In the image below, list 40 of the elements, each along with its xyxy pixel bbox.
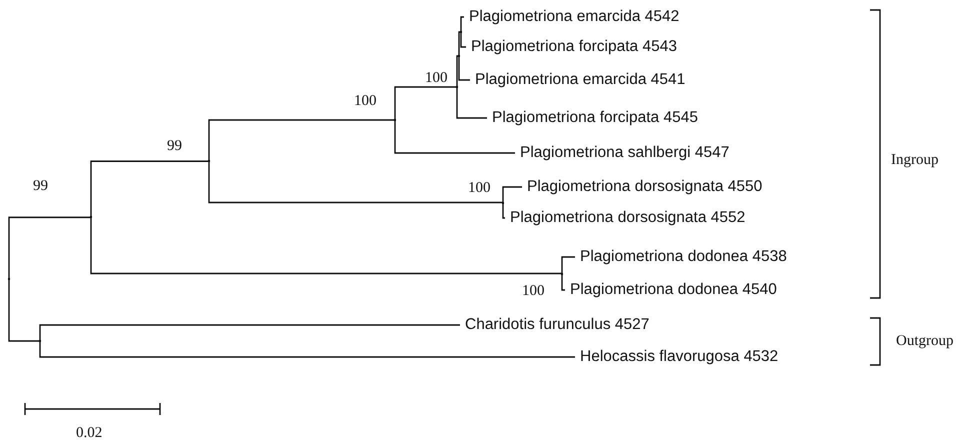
tree-branch <box>561 256 575 274</box>
tree-branch <box>8 216 91 280</box>
tree-branch <box>458 31 461 56</box>
bootstrap-value: 100 <box>425 69 448 87</box>
tree-branch <box>39 341 575 358</box>
tree-branch <box>502 186 522 202</box>
taxon-label: Plagiometriona dorsosignata 4550 <box>522 177 762 197</box>
tree-branch <box>394 120 515 154</box>
tree-branch <box>456 87 487 119</box>
tree-branch <box>8 279 40 342</box>
tree-branch <box>458 56 470 81</box>
tree-branch <box>39 324 460 341</box>
tree-branch <box>208 119 395 162</box>
taxon-label: Plagiometriona emarcida 4541 <box>470 70 686 90</box>
taxon-label: Plagiometriona dodonea 4538 <box>575 247 787 267</box>
tree-branch <box>394 86 457 120</box>
group-label: Ingroup <box>891 151 938 169</box>
taxon-label: Plagiometriona sahlbergi 4547 <box>515 143 730 163</box>
taxon-label: Plagiometriona emarcida 4542 <box>464 7 680 27</box>
tree-branch <box>561 274 565 291</box>
taxon-label: Helocassis flavorugosa 4532 <box>575 347 778 367</box>
scale-value: 0.02 <box>76 424 102 440</box>
tree-branch <box>502 202 505 219</box>
tree-branch <box>208 161 503 204</box>
bootstrap-value: 100 <box>468 178 490 196</box>
tree-branch <box>90 160 209 218</box>
tree-branch <box>90 217 562 274</box>
bootstrap-value: 99 <box>167 137 182 156</box>
group-label: Outgroup <box>896 332 954 350</box>
tree-branch <box>456 55 459 87</box>
bootstrap-value: 99 <box>33 177 48 196</box>
taxon-label: Plagiometriona forcipata 4545 <box>487 108 698 128</box>
taxon-label: Charidotis furunculus 4527 <box>460 315 650 335</box>
taxon-label: Plagiometriona dodonea 4540 <box>565 280 777 300</box>
bootstrap-value: 100 <box>354 92 376 110</box>
tree-branch <box>460 32 466 48</box>
taxon-label: Plagiometriona forcipata 4543 <box>466 37 677 57</box>
bootstrap-value: 100 <box>522 282 544 300</box>
tree-branch <box>460 16 464 32</box>
taxon-label: Plagiometriona dorsosignata 4552 <box>505 208 746 228</box>
